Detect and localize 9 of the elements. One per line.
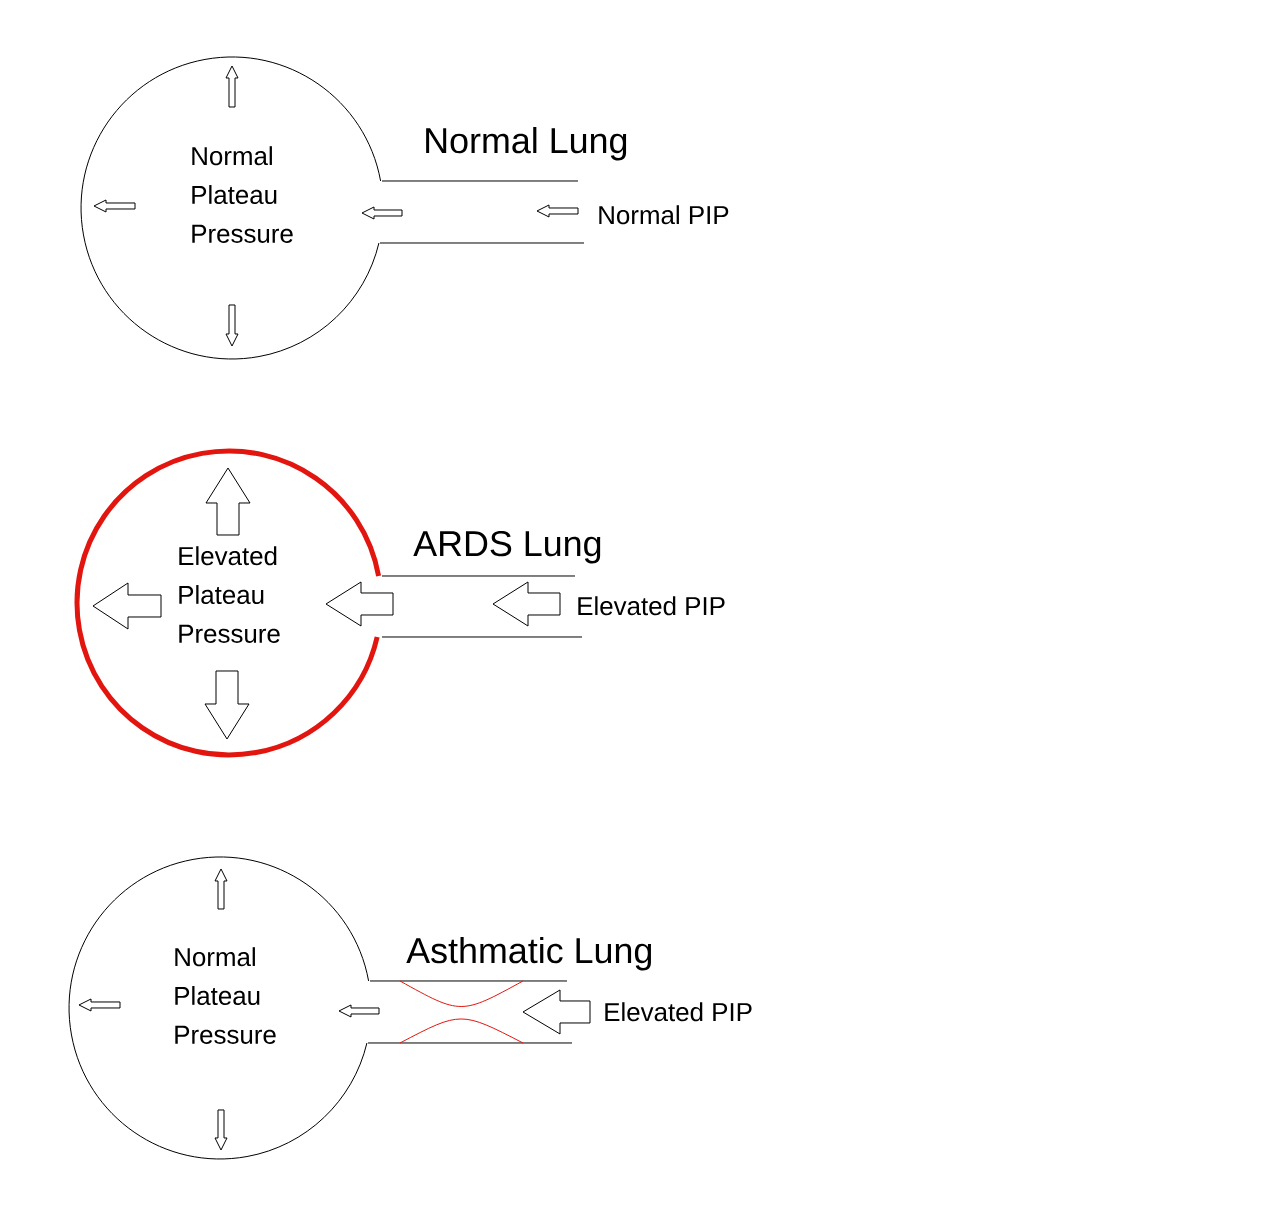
pressure-label: Elevated PIP bbox=[605, 1002, 752, 1022]
balloon: Normal Plateau Pressure bbox=[80, 56, 382, 360]
title: Asthmatic Lung bbox=[406, 937, 652, 971]
balloon: Normal Plateau Pressure bbox=[68, 856, 370, 1160]
balloon: Elevated Plateau Pressure bbox=[74, 448, 382, 758]
title: ARDS Lung bbox=[413, 530, 601, 564]
pressure-label: Normal PIP bbox=[599, 205, 729, 225]
title: Normal Lung bbox=[426, 127, 627, 161]
pressure-label: Elevated PIP bbox=[578, 596, 725, 616]
